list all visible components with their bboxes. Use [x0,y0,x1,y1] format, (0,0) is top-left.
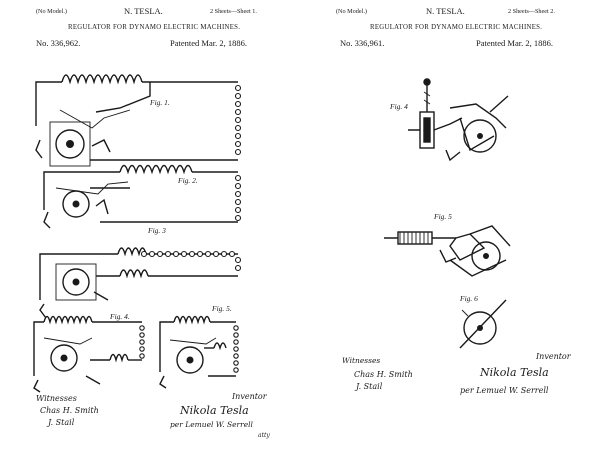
witnesses-label: Witnesses [342,356,381,365]
inventor-name: N. TESLA. [124,6,163,16]
fig-2-label: Fig. 2. [178,176,198,185]
fig-2-diagram [43,164,242,229]
fig-5-right-diagram [384,225,511,277]
patent-date: Patented Mar. 2, 1886. [476,38,553,48]
witness-signature-1: Chas H. Smith [354,370,413,379]
fig-3-diagram [39,247,242,319]
patent-sheet-1: (No Model.) N. TESLA. 2 Sheets—Sheet 1. … [33,6,270,439]
patent-title: REGULATOR FOR DYNAMO ELECTRIC MACHINES. [370,24,543,31]
fig-5-label: Fig. 5. [212,304,232,313]
fig-6-right-diagram [459,299,507,349]
witness-signature-1: Chas H. Smith [40,406,99,415]
fig-5-diagram [159,315,239,389]
witnesses-label: Witnesses [36,394,77,403]
inventor-signature: Nikola Tesla [480,366,549,379]
fig-6-label: Fig. 6 [460,294,478,303]
patent-date: Patented Mar. 2, 1886. [170,38,247,48]
fig-4-right-diagram [408,78,509,162]
fig-1-beads [234,84,242,156]
sheet-count: 2 Sheets—Sheet 2. [508,8,555,15]
mechanism-drawings [384,78,511,349]
inventor-name: N. TESLA. [426,6,465,16]
patent-number: No. 336,962. [36,38,81,48]
inventor-signature: Nikola Tesla [180,404,249,417]
fig-5-label: Fig. 5 [434,212,452,221]
model-label: (No Model.) [336,8,367,15]
patent-sheet-2: (No Model.) N. TESLA. 2 Sheets—Sheet 2. … [300,0,600,465]
inventor-label: Inventor [536,352,571,361]
attorney-suffix: atty [258,432,270,439]
witness-signature-2: J. Stail [48,418,75,427]
model-label: (No Model.) [36,8,67,15]
patent-number: No. 336,961. [340,38,385,48]
fig-3-label: Fig. 3 [148,226,166,235]
fig-4-diagram [33,315,145,393]
attorney-signature: per Lemuel W. Serrell [460,386,549,395]
fig-1-diagram [35,74,238,167]
sheet-count: 2 Sheets—Sheet 1. [210,8,257,15]
fig-4-label: Fig. 4 [390,102,408,111]
inventor-label: Inventor [232,392,267,401]
fig-1-label: Fig. 1. [150,98,170,107]
witness-signature-2: J. Stail [356,382,383,391]
fig-4-label: Fig. 4. [110,312,130,321]
circuit-drawings [33,74,242,393]
attorney-signature: per Lemuel W. Serrell [170,420,253,429]
patent-title: REGULATOR FOR DYNAMO ELECTRIC MACHINES. [68,24,241,31]
